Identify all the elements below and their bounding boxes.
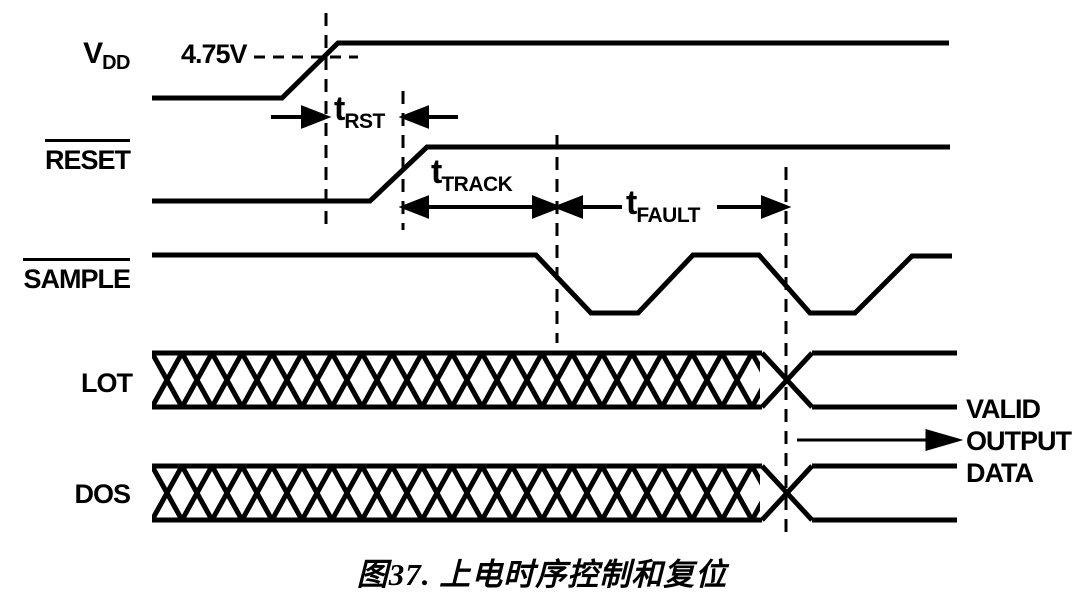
t-track-arrow-right-head-icon — [532, 195, 563, 219]
vdd-signal-label: VDD — [83, 37, 130, 74]
dos-signal-label: DOS — [74, 479, 131, 509]
valid-output-arrow-head-icon — [925, 429, 964, 451]
dos-bus-waveform — [152, 463, 957, 523]
dos-transition-cross — [760, 464, 814, 522]
sample-label-text: SAMPLE — [23, 258, 131, 294]
threshold-label: 4.75V — [181, 39, 248, 69]
reset-waveform — [152, 144, 950, 204]
lot-transition-cross — [760, 351, 814, 409]
reset-signal-label: RESET — [44, 139, 131, 175]
valid-output-line2: OUTPUT — [966, 426, 1072, 456]
vdd-waveform — [152, 40, 949, 101]
lot-bus-waveform — [152, 350, 957, 410]
sample-waveform — [152, 252, 952, 316]
valid-output-arrow — [797, 429, 964, 451]
t-track-arrow-left-head-icon — [398, 195, 429, 219]
t-rst-base: t — [334, 90, 345, 128]
valid-output-data-label: VALID OUTPUT DATA — [966, 393, 1072, 489]
valid-output-line1: VALID — [966, 394, 1041, 424]
lot-invalid-hatch — [152, 353, 760, 407]
t-rst-subscript: RST — [344, 110, 385, 133]
t-rst-arrow-left-head-icon — [398, 105, 429, 129]
t-fault-arrow-left-head-icon — [552, 195, 583, 219]
dos-hatch-rails — [152, 463, 762, 523]
dos-valid-rails — [812, 463, 957, 523]
t-fault-arrow — [552, 195, 792, 219]
t-fault-arrow-right-head-icon — [761, 195, 792, 219]
t-rst-label: tRST — [334, 92, 385, 132]
t-rst-arrows — [271, 105, 458, 129]
t-rst-arrow-right-head-icon — [301, 105, 332, 129]
sample-signal-label: SAMPLE — [23, 258, 131, 294]
lot-hatch-rails — [152, 350, 762, 410]
dos-invalid-hatch — [152, 466, 760, 520]
figure-caption: 图37. 上电时序控制和复位 — [356, 557, 728, 592]
t-track-base: t — [431, 153, 442, 191]
t-track-label: tTRACK — [431, 153, 513, 196]
vdd-label-subscript: DD — [102, 52, 130, 74]
t-track-arrow — [398, 195, 563, 219]
t-fault-subscript: FAULT — [636, 204, 700, 227]
valid-output-line3: DATA — [966, 458, 1034, 488]
t-fault-label: tFAULT — [626, 186, 700, 226]
t-fault-base: t — [626, 184, 637, 222]
lot-signal-label: LOT — [81, 368, 133, 398]
vdd-label-main: V — [83, 37, 103, 70]
lot-valid-rails — [812, 350, 957, 410]
reset-label-text: RESET — [44, 139, 131, 175]
t-track-subscript: TRACK — [441, 173, 513, 196]
